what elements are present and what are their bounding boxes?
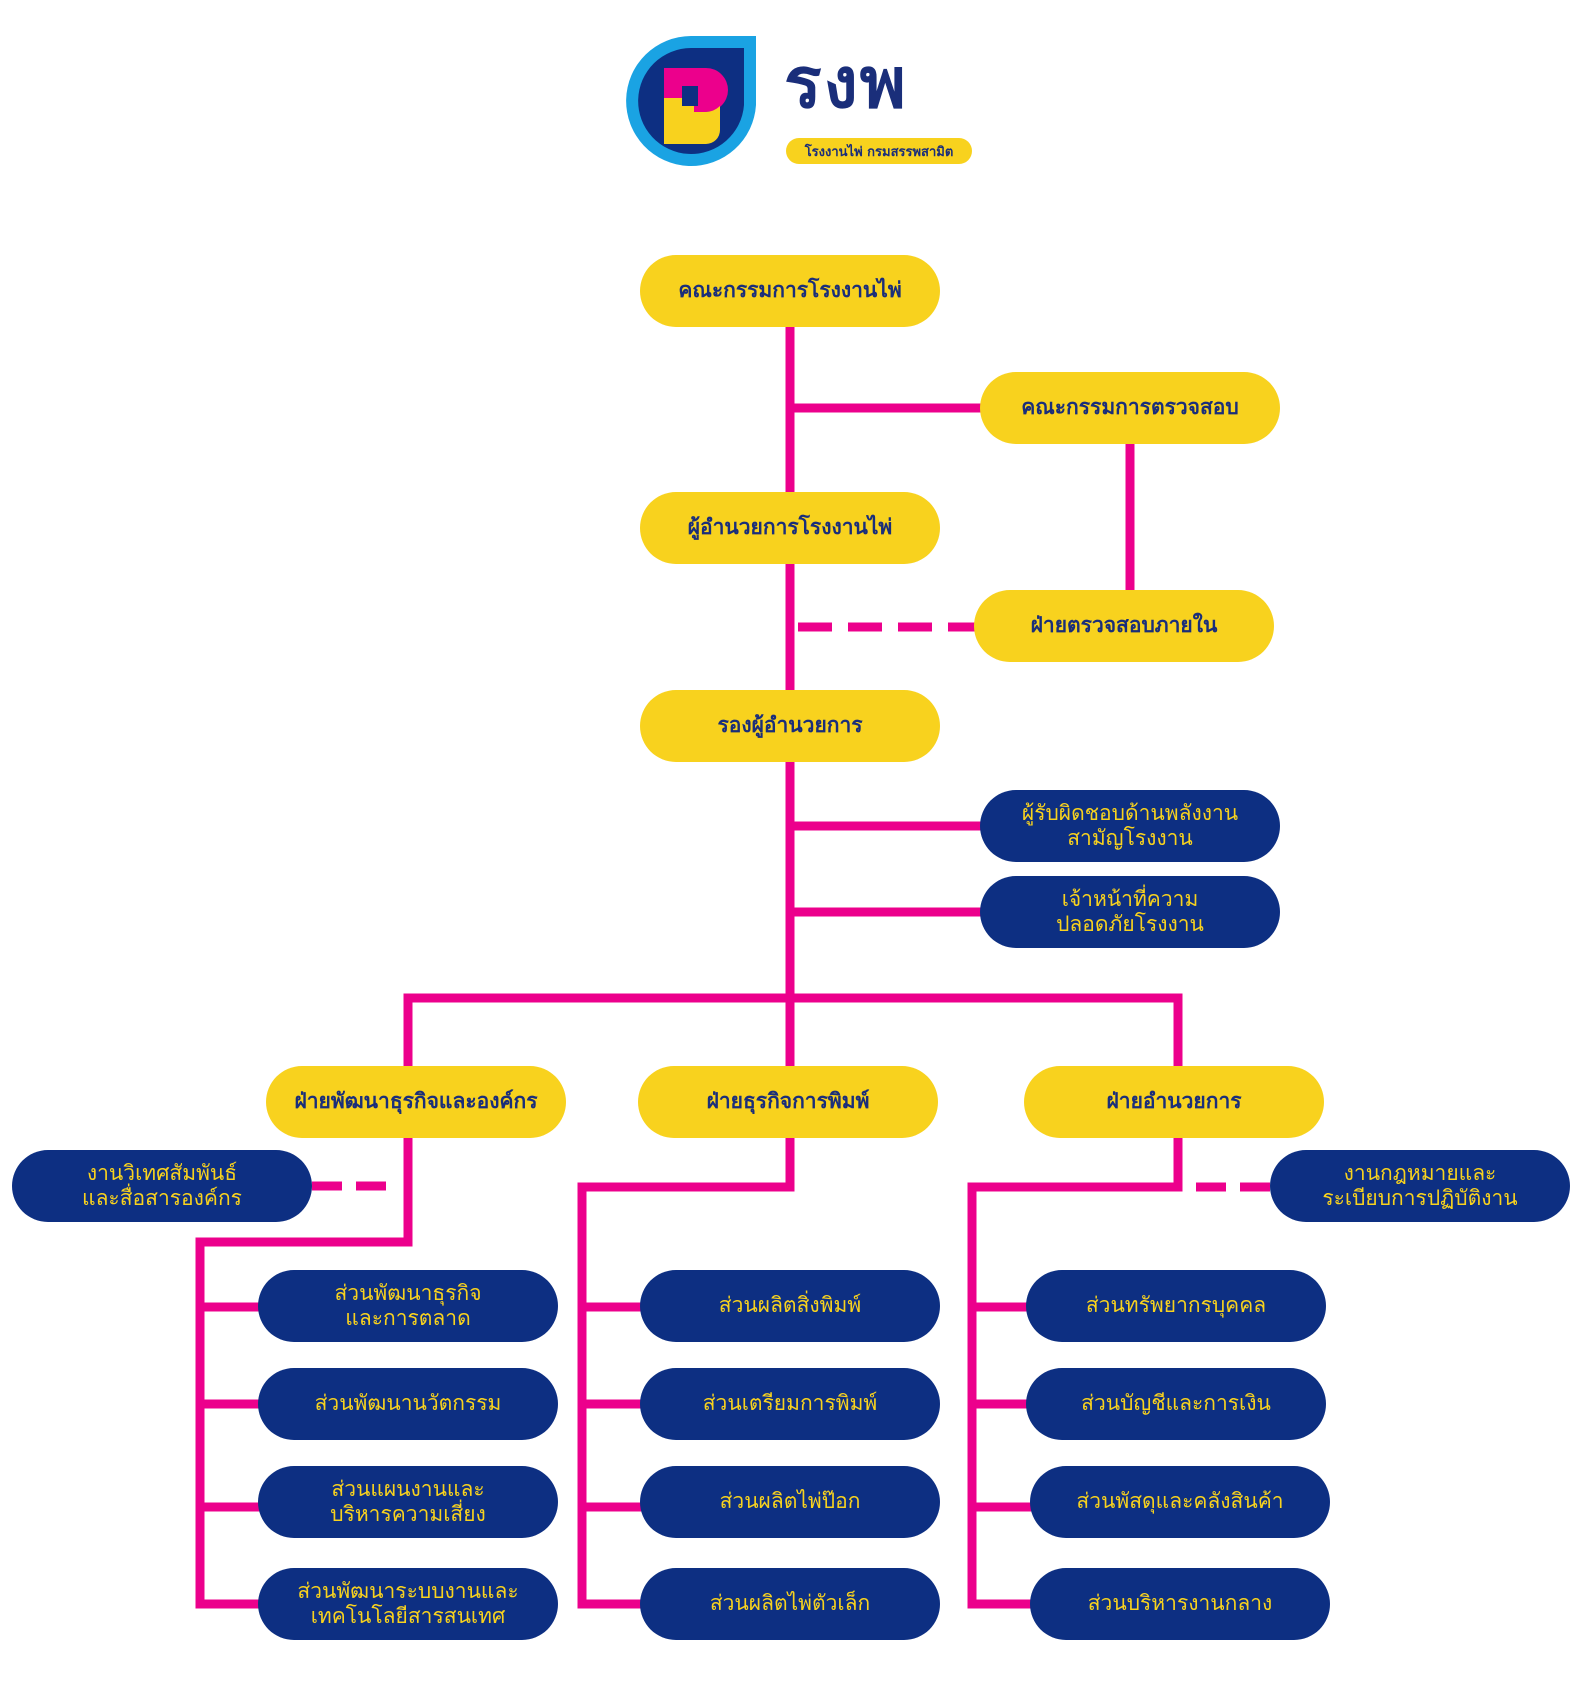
logo: รงพ โรงงานไพ่ กรมสรรพสามิต — [616, 30, 976, 180]
director-label: ผู้อำนวยการโรงงานไพ่ — [687, 515, 893, 540]
deputy-director-box: รองผู้อำนวยการ — [640, 690, 940, 762]
admin-section-1: ส่วนทรัพยากรบุคคล — [1026, 1270, 1326, 1342]
logo-subtitle: โรงงานไพ่ กรมสรรพสามิต — [786, 138, 972, 164]
safety-officer-box: เจ้าหน้าที่ความ ปลอดภัยโรงงาน — [980, 876, 1280, 948]
admin-section-4: ส่วนบริหารงานกลาง — [1030, 1568, 1330, 1640]
internal-audit-label: ฝ่ายตรวจสอบภายใน — [1030, 613, 1218, 638]
bd-section-3-line-1: ส่วนแผนงานและ — [331, 1476, 485, 1501]
dept-printing-label: ฝ่ายธุรกิจการพิมพ์ — [706, 1089, 870, 1114]
bd-section-2-line-1: ส่วนพัฒนานวัตกรรม — [314, 1391, 502, 1416]
dept-printing-box: ฝ่ายธุรกิจการพิมพ์ — [638, 1066, 938, 1138]
bd-section-4-line-1: ส่วนพัฒนาระบบงานและ — [297, 1578, 519, 1603]
bd-section-3: ส่วนแผนงานและ บริหารความเสี่ยง — [258, 1466, 558, 1538]
printing-section-1: ส่วนผลิตสิ่งพิมพ์ — [640, 1270, 940, 1342]
energy-officer-line-1: ผู้รับผิดชอบด้านพลังงาน — [1021, 800, 1239, 825]
admin-section-2: ส่วนบัญชีและการเงิน — [1026, 1368, 1326, 1440]
logo-title: รงพ — [784, 42, 908, 124]
printing-section-4: ส่วนผลิตไพ่ตัวเล็ก — [640, 1568, 940, 1640]
audit-committee-label: คณะกรรมการตรวจสอบ — [1021, 395, 1239, 420]
admin-section-2-label: ส่วนบัญชีและการเงิน — [1081, 1391, 1271, 1416]
logo-mark-icon — [626, 36, 756, 166]
audit-committee-box: คณะกรรมการตรวจสอบ — [980, 372, 1280, 444]
legal-unit-line-1: งานกฎหมายและ — [1343, 1160, 1497, 1185]
pr-unit-box: งานวิเทศสัมพันธ์ และสื่อสารองค์กร — [12, 1150, 312, 1222]
bd-section-1-line-2: และการตลาด — [345, 1306, 471, 1330]
admin-section-3-label: ส่วนพัสดุและคลังสินค้า — [1076, 1489, 1284, 1514]
pr-unit-line-1: งานวิเทศสัมพันธ์ — [86, 1160, 238, 1185]
legal-unit-line-2: ระเบียบการปฏิบัติงาน — [1322, 1186, 1518, 1210]
energy-officer-box: ผู้รับผิดชอบด้านพลังงาน สามัญโรงงาน — [980, 790, 1280, 862]
pr-unit-line-2: และสื่อสารองค์กร — [82, 1186, 242, 1210]
dept-business-dev-box: ฝ่ายพัฒนาธุรกิจและองค์กร — [266, 1066, 566, 1138]
dept-admin-label: ฝ่ายอำนวยการ — [1106, 1089, 1242, 1114]
deputy-director-label: รองผู้อำนวยการ — [717, 713, 863, 738]
admin-section-1-label: ส่วนทรัพยากรบุคคล — [1085, 1293, 1267, 1318]
bd-section-4-line-2: เทคโนโลยีสารสนเทศ — [310, 1604, 506, 1628]
dept-admin-box: ฝ่ายอำนวยการ — [1024, 1066, 1324, 1138]
admin-section-3: ส่วนพัสดุและคลังสินค้า — [1030, 1466, 1330, 1538]
bd-section-2: ส่วนพัฒนานวัตกรรม — [258, 1368, 558, 1440]
printing-section-3-label: ส่วนผลิตไพ่ป๊อก — [719, 1489, 861, 1514]
bd-section-3-line-2: บริหารความเสี่ยง — [330, 1502, 486, 1526]
printing-section-1-label: ส่วนผลิตสิ่งพิมพ์ — [718, 1293, 862, 1318]
printing-section-3: ส่วนผลิตไพ่ป๊อก — [640, 1466, 940, 1538]
director-box: ผู้อำนวยการโรงงานไพ่ — [640, 492, 940, 564]
printing-section-4-label: ส่วนผลิตไพ่ตัวเล็ก — [709, 1591, 871, 1616]
dept-business-dev-label: ฝ่ายพัฒนาธุรกิจและองค์กร — [294, 1089, 538, 1114]
safety-officer-line-2: ปลอดภัยโรงงาน — [1056, 912, 1204, 936]
board-label: คณะกรรมการโรงงานไพ่ — [678, 278, 902, 303]
energy-officer-line-2: สามัญโรงงาน — [1067, 826, 1193, 850]
bd-section-1-line-1: ส่วนพัฒนาธุรกิจ — [334, 1280, 482, 1305]
admin-section-4-label: ส่วนบริหารงานกลาง — [1087, 1591, 1273, 1616]
printing-section-2-label: ส่วนเตรียมการพิมพ์ — [702, 1391, 878, 1416]
legal-unit-box: งานกฎหมายและ ระเบียบการปฏิบัติงาน — [1270, 1150, 1570, 1222]
printing-section-2: ส่วนเตรียมการพิมพ์ — [640, 1368, 940, 1440]
internal-audit-box: ฝ่ายตรวจสอบภายใน — [974, 590, 1274, 662]
safety-officer-line-1: เจ้าหน้าที่ความ — [1061, 886, 1199, 911]
bd-section-4: ส่วนพัฒนาระบบงานและ เทคโนโลยีสารสนเทศ — [258, 1568, 558, 1640]
board-box: คณะกรรมการโรงงานไพ่ — [640, 255, 940, 327]
bd-section-1: ส่วนพัฒนาธุรกิจ และการตลาด — [258, 1270, 558, 1342]
